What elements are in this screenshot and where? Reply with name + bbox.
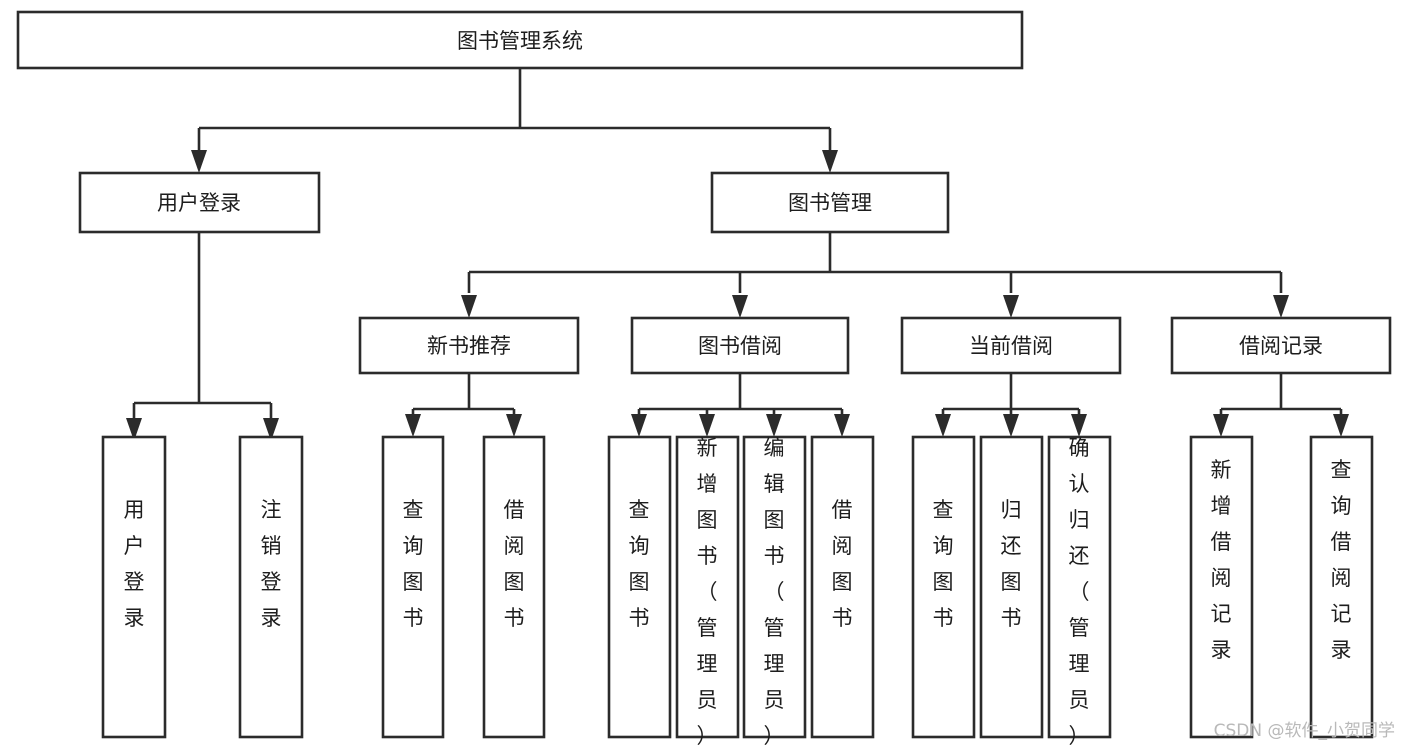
node-leaf-query-record-box[interactable]: [1309, 435, 1374, 739]
node-leaf-borrow-book-1-box[interactable]: [482, 435, 546, 739]
node-leaf-query-book-3-box[interactable]: [911, 435, 976, 739]
node-leaf-user-login-label: 用户登录: [124, 498, 145, 630]
arrowhead-to-newbook: [461, 295, 477, 318]
node-root-label: 图书管理系统: [457, 29, 583, 53]
arrowhead-to-records: [1273, 295, 1289, 318]
node-leaf-query-book-3[interactable]: 查询图书: [911, 435, 976, 739]
node-bookmgmt-label: 图书管理: [788, 191, 872, 215]
node-leaf-add-book-box[interactable]: [675, 435, 740, 739]
node-records-box[interactable]: [1170, 316, 1392, 375]
node-leaf-query-book-1-label: 查询图书: [403, 498, 424, 630]
node-leaf-edit-book[interactable]: 编辑图书（管理员）: [742, 435, 807, 747]
node-leaf-user-logout-box[interactable]: [238, 435, 304, 739]
node-leaf-add-record-label: 新增借阅记录: [1211, 458, 1232, 662]
node-bookmgmt[interactable]: 图书管理: [710, 171, 950, 234]
node-leaf-borrow-book-2-label: 借阅图书: [832, 498, 853, 630]
node-borrow[interactable]: 图书借阅: [630, 316, 850, 375]
node-newbook-box[interactable]: [358, 316, 580, 375]
arrowhead-to-leaf-add-record: [1213, 414, 1229, 437]
node-leaf-confirm-return-box[interactable]: [1047, 435, 1112, 739]
node-leaf-add-record-box[interactable]: [1189, 435, 1254, 739]
node-root[interactable]: 图书管理系统: [16, 10, 1024, 70]
node-leaf-borrow-book-2-box[interactable]: [810, 435, 875, 739]
node-leaf-add-record[interactable]: 新增借阅记录: [1189, 435, 1254, 739]
node-records[interactable]: 借阅记录: [1170, 316, 1392, 375]
node-leaf-return-book[interactable]: 归还图书: [979, 435, 1044, 739]
connector-records-bus: [1219, 373, 1343, 420]
arrowhead-to-leaf-add-book: [699, 414, 715, 437]
arrowhead-to-current: [1003, 295, 1019, 318]
arrowhead-to-leaf-return-book: [1003, 414, 1019, 437]
arrowhead-to-leaf-edit-book: [766, 414, 782, 437]
arrowhead-to-leaf-user-login: [126, 418, 142, 441]
arrowhead-to-leaf-borrow-book-1: [506, 414, 522, 437]
connectors-layer: [126, 68, 1349, 441]
node-records-label: 借阅记录: [1239, 334, 1323, 358]
node-login-label: 用户登录: [157, 191, 241, 215]
node-leaf-query-book-1[interactable]: 查询图书: [381, 435, 445, 739]
arrowhead-to-borrow: [732, 295, 748, 318]
node-leaf-user-login-box[interactable]: [101, 435, 167, 739]
node-leaf-add-book-label: 新增图书（管理员）: [697, 436, 718, 747]
node-leaf-query-book-2-box[interactable]: [607, 435, 672, 739]
connector-root-bus: [197, 68, 832, 158]
connector-borrow-bus: [637, 373, 844, 420]
arrowhead-to-leaf-user-logout: [263, 418, 279, 441]
node-leaf-confirm-return-label: 确认归还（管理员）: [1069, 436, 1090, 747]
arrowhead-to-bookmgmt: [822, 150, 838, 173]
node-leaf-borrow-book-2[interactable]: 借阅图书: [810, 435, 875, 739]
node-leaf-query-book-3-label: 查询图书: [933, 498, 954, 630]
node-current-box[interactable]: [900, 316, 1122, 375]
node-leaf-query-record[interactable]: 查询借阅记录: [1309, 435, 1374, 739]
node-leaf-borrow-book-1[interactable]: 借阅图书: [482, 435, 546, 739]
node-leaf-user-logout-label: 注销登录: [261, 498, 282, 630]
node-current[interactable]: 当前借阅: [900, 316, 1122, 375]
node-borrow-label: 图书借阅: [698, 334, 782, 358]
node-leaf-query-book-1-box[interactable]: [381, 435, 445, 739]
csdn-watermark: CSDN @软件_小贺同学: [1213, 721, 1395, 741]
node-leaf-return-book-label: 归还图书: [1001, 498, 1022, 630]
arrowhead-to-leaf-borrow-book-2: [834, 414, 850, 437]
node-leaf-add-book[interactable]: 新增图书（管理员）: [675, 435, 740, 747]
node-login[interactable]: 用户登录: [78, 171, 321, 234]
connector-newbook-bus: [411, 373, 516, 420]
node-bookmgmt-box[interactable]: [710, 171, 950, 234]
node-borrow-box[interactable]: [630, 316, 850, 375]
node-newbook[interactable]: 新书推荐: [358, 316, 580, 375]
node-leaf-confirm-return[interactable]: 确认归还（管理员）: [1047, 435, 1112, 747]
arrowhead-to-login: [191, 150, 207, 173]
node-login-box[interactable]: [78, 171, 321, 234]
arrowhead-to-leaf-query-book-3: [935, 414, 951, 437]
node-leaf-query-record-label: 查询借阅记录: [1331, 458, 1352, 662]
node-leaf-query-book-2[interactable]: 查询图书: [607, 435, 672, 739]
node-leaf-query-book-2-label: 查询图书: [629, 498, 650, 630]
connector-current-bus: [941, 373, 1081, 420]
node-leaf-return-book-box[interactable]: [979, 435, 1044, 739]
node-leaf-edit-book-box[interactable]: [742, 435, 807, 739]
connector-bookmgmt-bus: [467, 232, 1283, 293]
node-leaf-edit-book-label: 编辑图书（管理员）: [764, 436, 785, 747]
arrowhead-to-leaf-query-book-1: [405, 414, 421, 437]
node-newbook-label: 新书推荐: [427, 334, 511, 358]
node-leaf-user-logout[interactable]: 注销登录: [238, 435, 304, 739]
node-leaf-borrow-book-1-label: 借阅图书: [504, 498, 525, 630]
node-current-label: 当前借阅: [969, 334, 1053, 358]
node-root-box[interactable]: [16, 10, 1024, 70]
arrowhead-to-leaf-confirm-return: [1071, 414, 1087, 437]
node-leaf-user-login[interactable]: 用户登录: [101, 435, 167, 739]
arrowhead-to-leaf-query-book-2: [631, 414, 647, 437]
connector-login-bus: [132, 232, 273, 425]
arrowhead-to-leaf-query-record: [1333, 414, 1349, 437]
